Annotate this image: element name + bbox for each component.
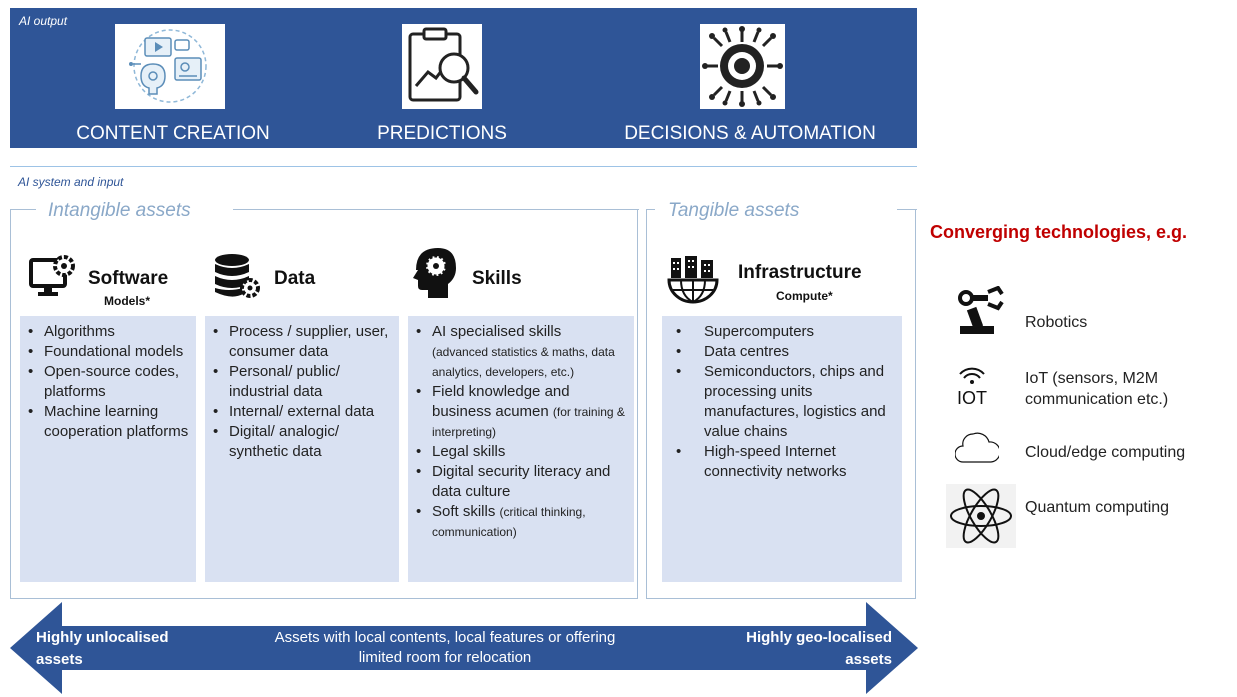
decisions-automation-label: DECISIONS & AUTOMATION <box>624 123 876 144</box>
list-item: Foundational models <box>28 342 190 362</box>
infrastructure-subtitle: Compute* <box>776 289 833 303</box>
content-creation-label: CONTENT CREATION <box>76 123 270 144</box>
software-title: Software <box>88 268 169 289</box>
list-item: High-speed Internet connectivity network… <box>670 442 896 482</box>
geo-localised-label: Highly geo-localised assets <box>746 629 892 668</box>
data-title: Data <box>274 268 316 289</box>
list-item: AI specialised skills(advanced statistic… <box>416 322 628 382</box>
cloud-edge-label: Cloud/edge computing <box>1025 444 1186 461</box>
list-item: Supercomputers <box>670 322 896 342</box>
list-item: Legal skills <box>416 442 628 462</box>
section-divider <box>10 166 917 167</box>
list-item: Personal/ public/ industrial data <box>213 362 393 402</box>
iot-icon: IOT <box>950 362 994 408</box>
infrastructure-panel: Supercomputers Data centres Semiconducto… <box>662 316 902 582</box>
software-subtitle: Models* <box>104 294 151 308</box>
list-item: Algorithms <box>28 322 190 342</box>
data-panel: Process / supplier, user, consumer data … <box>205 316 399 582</box>
infrastructure-title: Infrastructure <box>738 262 862 283</box>
iot-label: IoT (sensors, M2M communication etc.) <box>1025 370 1169 408</box>
list-item: Semiconductors, chips and processing uni… <box>670 362 896 442</box>
skills-panel: AI specialised skills(advanced statistic… <box>408 316 634 582</box>
content-creation-icon <box>115 24 225 109</box>
atom-icon <box>946 484 1016 548</box>
cloud-icon <box>954 428 1001 468</box>
monitor-gear-icon <box>28 252 78 298</box>
list-item: Digital/ analogic/ synthetic data <box>213 422 393 462</box>
quantum-computing-label: Quantum computing <box>1025 499 1170 516</box>
list-item: Field knowledge and business acumen (for… <box>416 382 628 442</box>
software-panel: Algorithms Foundational models Open-sour… <box>20 316 196 582</box>
intangible-assets-title: Intangible assets <box>48 200 191 221</box>
converging-technologies-title: Converging technologies, e.g. <box>930 222 1188 242</box>
predictions-label: PREDICTIONS <box>377 123 507 144</box>
list-item: Soft skills (critical thinking, communic… <box>416 502 628 542</box>
tangible-assets-title: Tangible assets <box>668 200 800 221</box>
list-item: Data centres <box>670 342 896 362</box>
head-gear-icon <box>410 246 460 300</box>
ai-system-input-tag: AI system and input <box>18 175 124 189</box>
ai-output-tag: AI output <box>19 14 68 28</box>
robotic-arm-icon <box>950 285 1010 336</box>
list-item: Open-source codes, platforms <box>28 362 190 402</box>
database-gear-icon <box>212 252 262 300</box>
robotics-label: Robotics <box>1025 314 1088 331</box>
unlocalised-label: Highly unlocalised assets <box>36 629 169 668</box>
double-arrow-icon <box>10 602 918 694</box>
list-item: Digital security literacy and data cultu… <box>416 462 628 502</box>
arrow-center-label: Assets with local contents, local featur… <box>274 629 616 666</box>
list-item: Internal/ external data <box>213 402 393 422</box>
predictions-icon <box>402 24 482 109</box>
intangible-assets-group <box>10 209 639 599</box>
svg-text:IOT: IOT <box>957 388 987 408</box>
tangible-assets-group <box>646 209 917 599</box>
list-item: Process / supplier, user, consumer data <box>213 322 393 362</box>
list-item: Machine learning cooperation platforms <box>28 402 190 442</box>
decisions-automation-icon <box>700 24 785 109</box>
skills-title: Skills <box>472 268 522 289</box>
localisation-arrow: Highly unlocalised assets Assets with lo… <box>10 600 918 696</box>
globe-buildings-icon <box>667 254 719 304</box>
ai-output-banner: AI output CONTENT CREATION PREDICTIONS <box>10 8 917 148</box>
